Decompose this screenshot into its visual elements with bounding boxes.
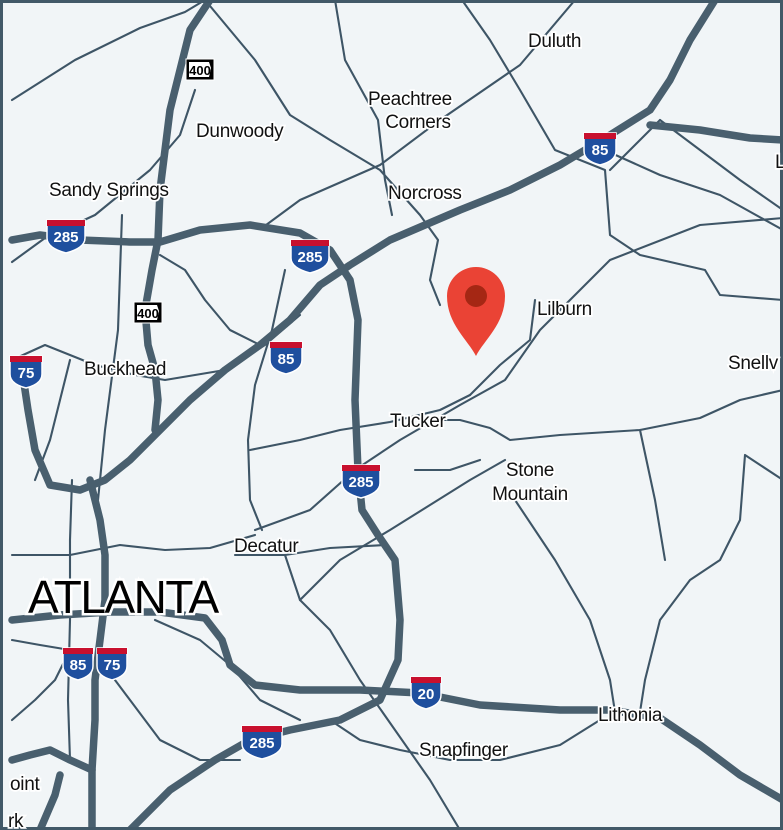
svg-text:285: 285 bbox=[348, 474, 373, 491]
city-label-lithonia: Lithonia bbox=[598, 705, 663, 726]
interstate-shield: 75 bbox=[9, 355, 43, 389]
state-route-shield: 400 bbox=[185, 58, 215, 81]
city-label-east-park: rk bbox=[8, 811, 24, 830]
svg-text:20: 20 bbox=[418, 686, 435, 703]
svg-text:75: 75 bbox=[18, 365, 35, 382]
city-label-duluth: Duluth bbox=[528, 31, 581, 52]
interstate-shield: 285 bbox=[241, 725, 283, 760]
interstate-shield: 285 bbox=[46, 219, 86, 254]
interstate-shield: 285 bbox=[341, 464, 381, 499]
interstate-shield: 85 bbox=[583, 132, 617, 166]
state-route-shield: 400 bbox=[133, 301, 163, 324]
interstate-shield: 75 bbox=[96, 647, 128, 681]
svg-text:285: 285 bbox=[53, 229, 78, 246]
svg-text:85: 85 bbox=[70, 657, 87, 674]
interstate-shield: 85 bbox=[269, 341, 303, 375]
city-label-lilburn: Lilburn bbox=[537, 299, 592, 320]
svg-text:400: 400 bbox=[137, 306, 159, 321]
city-label-east-point: oint bbox=[10, 774, 40, 795]
city-label-norcross: Norcross bbox=[388, 183, 462, 204]
city-label-mountain: Mountain bbox=[492, 484, 568, 505]
city-label-corners: Corners bbox=[385, 112, 450, 133]
city-label-decatur: Decatur bbox=[234, 536, 299, 557]
city-label-lawrenceville: L bbox=[775, 152, 783, 173]
city-label-snapfinger: Snapfinger bbox=[419, 740, 509, 761]
interstate-shield: 285 bbox=[290, 239, 330, 274]
city-label-atlanta: ATLANTA bbox=[28, 571, 220, 623]
city-label-peachtree: Peachtree bbox=[368, 89, 452, 110]
city-label-dunwoody: Dunwoody bbox=[196, 121, 284, 142]
city-label-tucker: Tucker bbox=[390, 411, 447, 432]
city-label-snellville: Snellv bbox=[728, 353, 779, 374]
major-roads bbox=[8, 0, 783, 830]
svg-text:285: 285 bbox=[297, 249, 322, 266]
svg-text:285: 285 bbox=[249, 735, 274, 752]
city-label-stone: Stone bbox=[506, 460, 554, 481]
city-label-buckhead: Buckhead bbox=[84, 359, 166, 380]
svg-text:75: 75 bbox=[104, 657, 121, 674]
city-label-sandy-springs: Sandy Springs bbox=[49, 180, 169, 201]
svg-text:85: 85 bbox=[278, 351, 295, 368]
svg-text:85: 85 bbox=[592, 142, 609, 159]
interstate-shield: 85 bbox=[62, 647, 94, 681]
interstate-shield: 20 bbox=[410, 676, 442, 710]
svg-text:400: 400 bbox=[189, 63, 211, 78]
location-pin-icon[interactable] bbox=[447, 267, 505, 356]
